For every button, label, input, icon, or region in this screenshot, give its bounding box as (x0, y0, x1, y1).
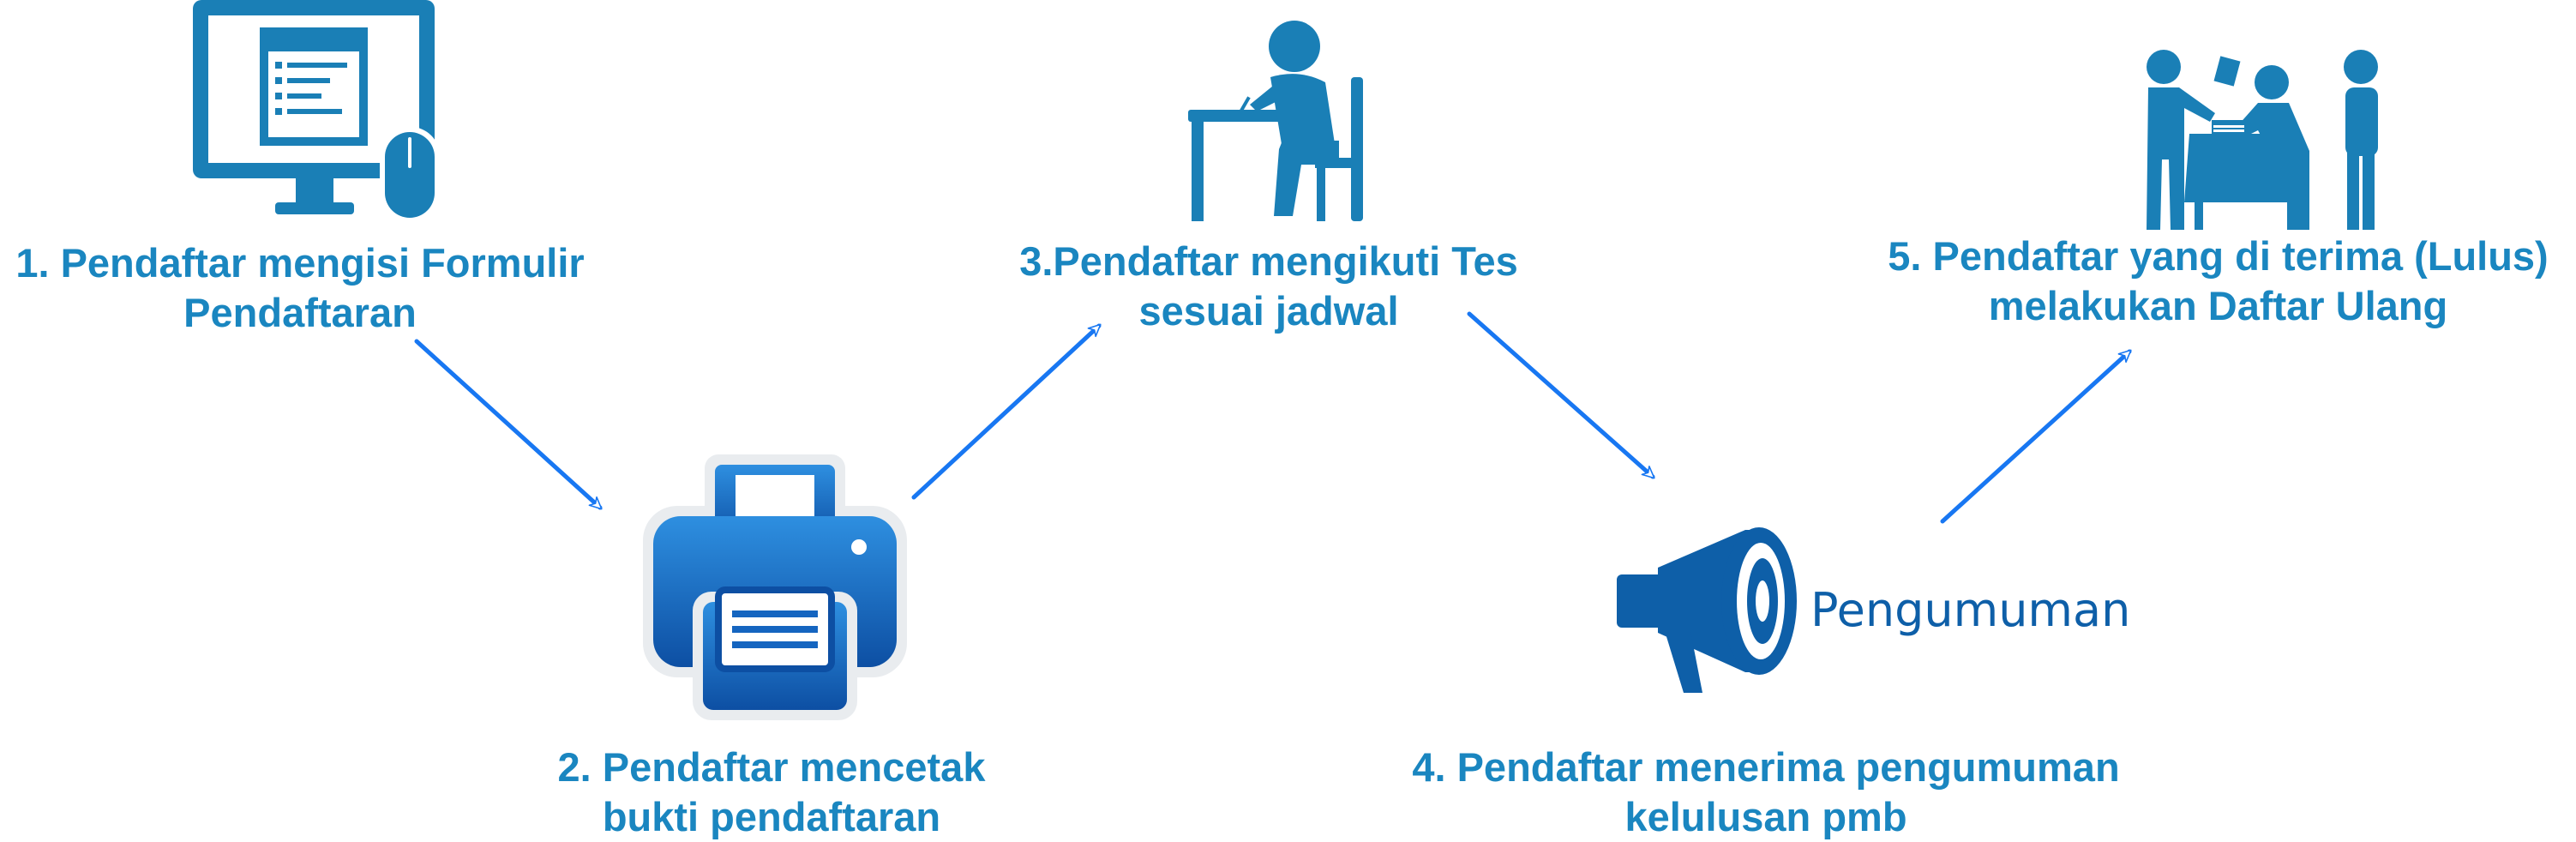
step-1-label: 1. Pendaftar mengisi Formulir Pendaftara… (15, 240, 585, 335)
step-2-label: 2. Pendaftar mencetak bukti pendaftaran (557, 744, 986, 839)
step-5-label: 5. Pendaftar yang di terima (Lulus) mela… (1888, 233, 2549, 328)
step-3-label: 3.Pendaftar mengikuti Tes sesuai jadwal (1019, 238, 1518, 334)
megaphone-icon (1617, 525, 1805, 696)
announcement-word: Pengumuman (1810, 583, 2131, 637)
computer-form-icon (193, 0, 441, 225)
step-4-label: 4. Pendaftar menerima pengumuman kelulus… (1412, 744, 2120, 839)
arrow-2-to-3 (911, 323, 1102, 500)
arrow-3-to-4 (1467, 311, 1655, 479)
arrow-1-to-2 (414, 339, 603, 510)
registration-desk-people-icon (2138, 48, 2387, 230)
printer-icon (643, 454, 907, 720)
arrow-4-to-5 (1940, 349, 2132, 524)
person-writing-at-desk-icon (1188, 21, 1382, 221)
